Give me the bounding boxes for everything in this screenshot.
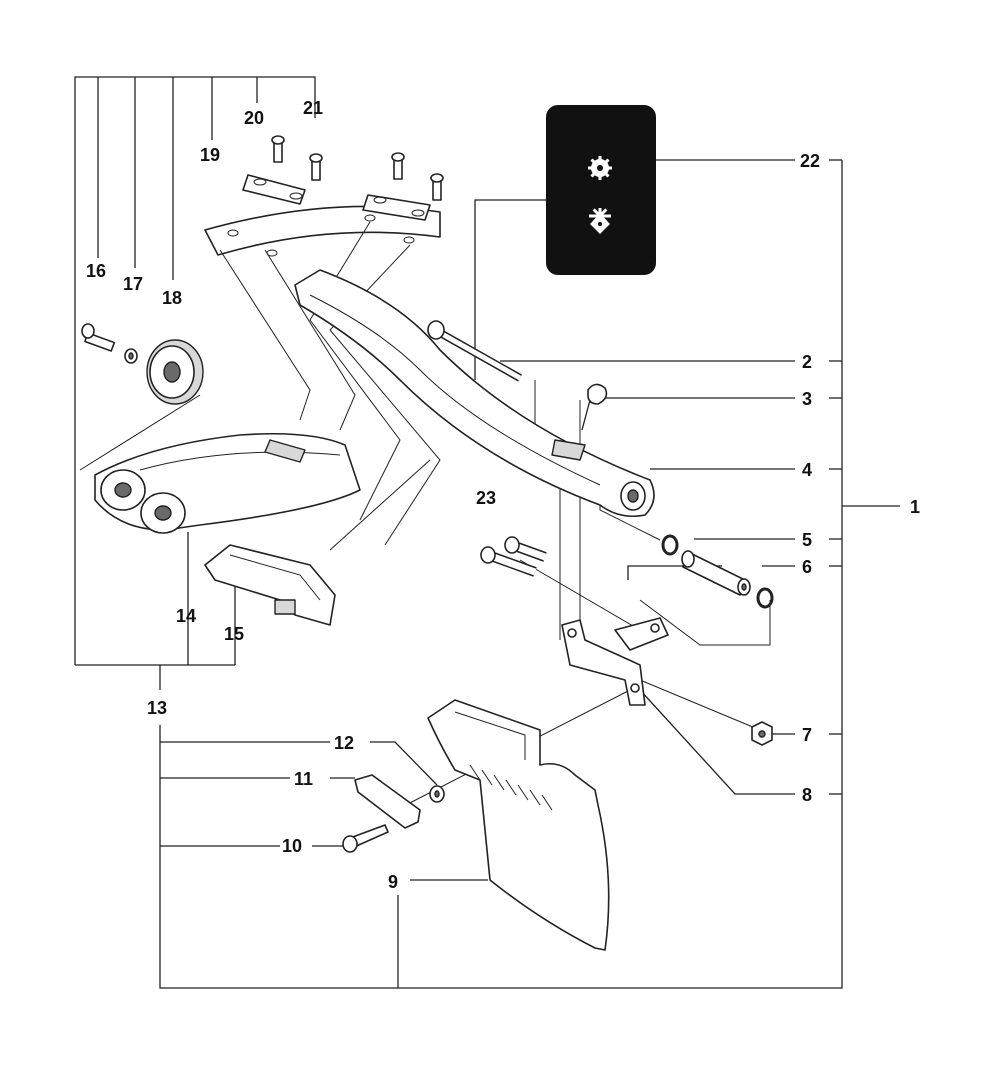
label-21: 21 bbox=[303, 98, 323, 118]
label-18: 18 bbox=[162, 288, 182, 308]
label-3: 3 bbox=[802, 389, 812, 409]
roller-18 bbox=[146, 339, 204, 405]
clip-3 bbox=[581, 383, 608, 431]
arm-4 bbox=[294, 269, 655, 518]
bolts-23 bbox=[480, 536, 547, 577]
label-17: 17 bbox=[123, 274, 143, 294]
label-2: 2 bbox=[802, 352, 812, 372]
nut-7 bbox=[751, 721, 773, 746]
decal-sheet-22 bbox=[474, 105, 656, 380]
label-9: 9 bbox=[388, 872, 398, 892]
screw-10 bbox=[312, 824, 389, 853]
label-14: 14 bbox=[176, 606, 196, 626]
bolt-2 bbox=[427, 320, 522, 382]
label-13: 13 bbox=[147, 698, 167, 718]
cover-15 bbox=[204, 544, 336, 626]
screws-20-21 bbox=[271, 135, 444, 201]
label-12: 12 bbox=[334, 733, 354, 753]
plate-11 bbox=[330, 774, 421, 829]
label-23: 23 bbox=[476, 488, 496, 508]
bracket-8 bbox=[561, 617, 669, 706]
label-19: 19 bbox=[200, 145, 220, 165]
label-15: 15 bbox=[224, 624, 244, 644]
label-20: 20 bbox=[244, 108, 264, 128]
washer-17 bbox=[124, 348, 138, 364]
label-16: 16 bbox=[86, 261, 106, 281]
gear-icon bbox=[588, 156, 612, 180]
diamond-gear-icon bbox=[589, 208, 611, 234]
washer-12 bbox=[370, 741, 445, 803]
label-8: 8 bbox=[802, 785, 812, 805]
cover-14 bbox=[94, 432, 361, 534]
label-4: 4 bbox=[802, 460, 812, 480]
screw-16 bbox=[81, 323, 116, 352]
guard-9 bbox=[410, 699, 610, 951]
plate-19 bbox=[204, 174, 441, 257]
label-6: 6 bbox=[802, 557, 812, 577]
label-5: 5 bbox=[802, 530, 812, 550]
part-labels: 1 2 3 4 5 6 7 8 9 10 11 12 13 14 15 16 1… bbox=[86, 98, 920, 892]
label-11: 11 bbox=[294, 769, 313, 789]
label-7: 7 bbox=[802, 725, 812, 745]
label-1: 1 bbox=[910, 497, 920, 517]
label-22: 22 bbox=[800, 151, 820, 171]
label-10: 10 bbox=[282, 836, 302, 856]
orings-bushing-5-6 bbox=[661, 534, 774, 609]
bracket-lines-left bbox=[74, 76, 843, 989]
bracket-lines-right bbox=[500, 159, 900, 795]
